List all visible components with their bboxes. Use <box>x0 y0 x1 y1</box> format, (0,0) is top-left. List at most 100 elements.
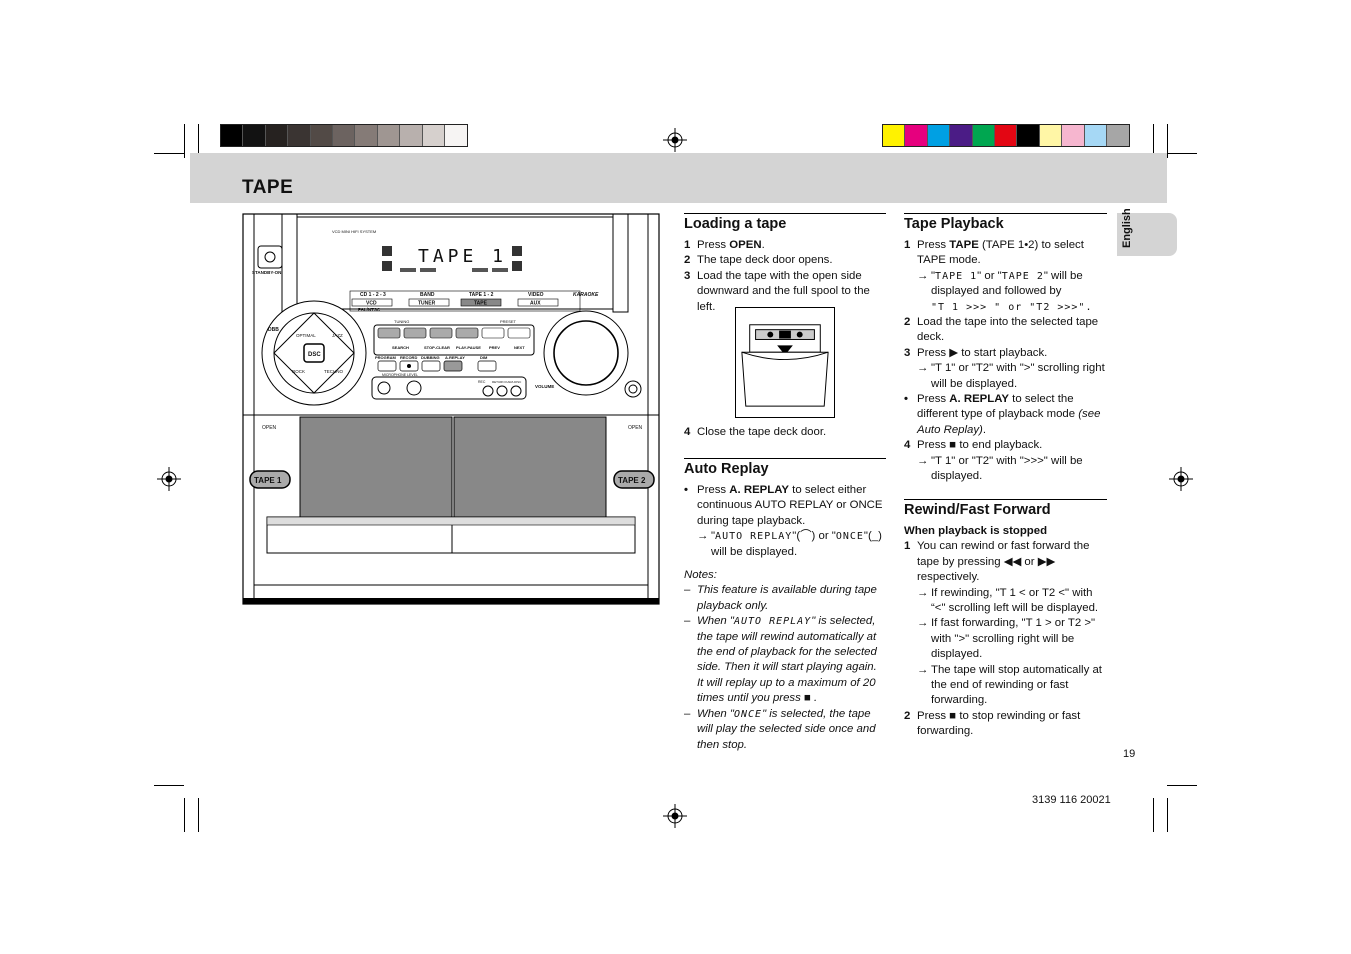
step-number: 4 <box>684 426 691 438</box>
color-swatch <box>927 125 951 146</box>
bullet-text: . <box>982 423 987 436</box>
step-text: Press <box>917 709 947 722</box>
color-swatch <box>972 125 995 146</box>
prev-label: PREV <box>489 345 500 350</box>
step-number: 3 <box>904 346 911 359</box>
auto-replay-result: →"AUTO REPLAY"(⌒) or "ONCE"(_) will be d… <box>697 530 882 558</box>
color-swatch <box>243 125 266 146</box>
lcd-text: TAPE 1 <box>935 270 978 282</box>
registration-mark-icon <box>663 804 687 828</box>
color-swatch <box>905 125 928 146</box>
lcd-text: "T 1 >>> " or "T2 >>>". <box>931 301 1093 313</box>
color-swatch <box>1062 125 1085 146</box>
record-label: RECORD <box>400 355 417 360</box>
crop-mark <box>184 124 185 158</box>
crop-mark <box>1167 124 1168 158</box>
techno-label: TECHNO <box>324 369 343 374</box>
source-label-cd: CD 1 - 2 - 3 <box>360 292 386 298</box>
source-tape: TAPE <box>474 301 488 307</box>
arrow-icon: → <box>917 362 929 375</box>
step-number: 4 <box>904 439 911 452</box>
program-label: PROGRAM <box>375 355 397 360</box>
step-bold: OPEN <box>729 239 762 251</box>
result-text: If fast forwarding, "T 1 > or T2 >" with… <box>931 617 1096 661</box>
language-tab: English <box>1117 208 1177 256</box>
pal-label: PAL/NTSC <box>358 307 381 312</box>
result-text: " will be displayed and followed by <box>931 269 1083 298</box>
arrow-icon: → <box>697 530 709 543</box>
note-3: –When "ONCE" is selected, the tape will … <box>684 707 886 753</box>
arrow-icon: → <box>917 663 929 676</box>
stop-clear-label: STOP-CLEAR <box>424 345 450 350</box>
dsc-label: DSC <box>308 352 321 358</box>
stop-square-icon: ■ <box>804 692 811 705</box>
source-label-tape: TAPE 1 - 2 <box>469 292 494 298</box>
step-text: to stop rewinding or fast forwarding. <box>917 709 1081 738</box>
note-text: When " <box>697 707 734 720</box>
bullet-text: to select either continuous AUTO REPLAY … <box>697 484 883 527</box>
result-text: "( <box>863 530 872 543</box>
result-text: ) or " <box>811 530 836 543</box>
result-text: ) will be displayed. <box>711 530 882 558</box>
result-text: "( <box>792 530 801 543</box>
language-label: English <box>1121 208 1133 248</box>
rock-label: ROCK <box>292 369 305 374</box>
open-left-label: OPEN <box>262 425 277 431</box>
stop-square-icon: ■ <box>949 709 957 722</box>
bullet-text: Press <box>697 484 730 496</box>
lcd-text: AUTO REPLAY <box>733 616 812 628</box>
step-text: Load the tape with the open side downwar… <box>697 269 870 313</box>
color-swatch <box>400 125 423 146</box>
step-text: Press <box>917 239 950 251</box>
step-number: 1 <box>904 239 911 251</box>
preset-label: PRESET <box>500 319 517 324</box>
color-swatch <box>994 125 1018 146</box>
color-swatch <box>1017 125 1040 146</box>
step-text: (TAPE 1•2) to select TAPE mode. <box>917 239 1084 267</box>
color-swatch <box>377 125 401 146</box>
step-text: You can rewind or fast forward the tape … <box>917 540 1090 584</box>
lcd-text: TAPE 2 <box>1001 270 1044 282</box>
tape2-label: TAPE 2 <box>618 476 646 485</box>
step-text: to start playback. <box>961 346 1048 359</box>
mic-label: MICROPHONE LEVEL <box>382 373 418 377</box>
standby-label: STANDBY-ON <box>252 270 281 275</box>
rec-label: REC <box>478 380 486 384</box>
auto-replay-heading: Auto Replay <box>684 458 886 478</box>
return-label: RETURN KARA DISC <box>492 380 522 384</box>
dash-icon: – <box>684 615 691 628</box>
bullet-icon: • <box>904 393 908 406</box>
display-text: TAPE 1 <box>418 246 507 267</box>
color-swatch <box>310 125 333 146</box>
color-swatch <box>1084 125 1107 146</box>
device-illustration: VCD MINI HIFI SYSTEM TAPE 1 STANDBY-ON C… <box>242 213 660 606</box>
play-pause-label: PLAY-PAUSE <box>456 345 481 350</box>
step-text: Press <box>917 439 947 452</box>
optimal-label: OPTIMAL <box>296 333 316 338</box>
arrow-icon: → <box>917 617 929 630</box>
crop-mark <box>1153 124 1154 158</box>
result-text: " <box>931 269 936 282</box>
result-text: "T 1" or "T2" with ">>>" will be display… <box>931 454 1083 483</box>
dash-icon: – <box>684 584 691 597</box>
brand-line: VCD MINI HIFI SYSTEM <box>332 229 376 234</box>
lcd-text: ONCE <box>835 531 864 543</box>
rewind-heading: Rewind/Fast Forward <box>904 499 1107 519</box>
tape1-label: TAPE 1 <box>254 476 282 485</box>
result-text: "T 1" or "T2" with ">" scrolling right w… <box>931 362 1105 390</box>
rewind-subheading: When playback is stopped <box>904 525 1048 537</box>
auto-replay-bullet: •Press A. REPLAY to select either contin… <box>684 483 886 529</box>
crop-mark <box>154 153 184 154</box>
karaoke-logo: KARAOKE <box>573 292 599 298</box>
next-label: NEXT <box>514 345 525 350</box>
bullet-icon: • <box>684 484 688 496</box>
crop-mark <box>154 785 184 786</box>
playback-bullet: •Press A. REPLAY to select the different… <box>904 392 1107 438</box>
crop-mark <box>1167 153 1197 154</box>
grey-scale-bar <box>220 124 469 147</box>
step-number: 2 <box>904 316 911 329</box>
